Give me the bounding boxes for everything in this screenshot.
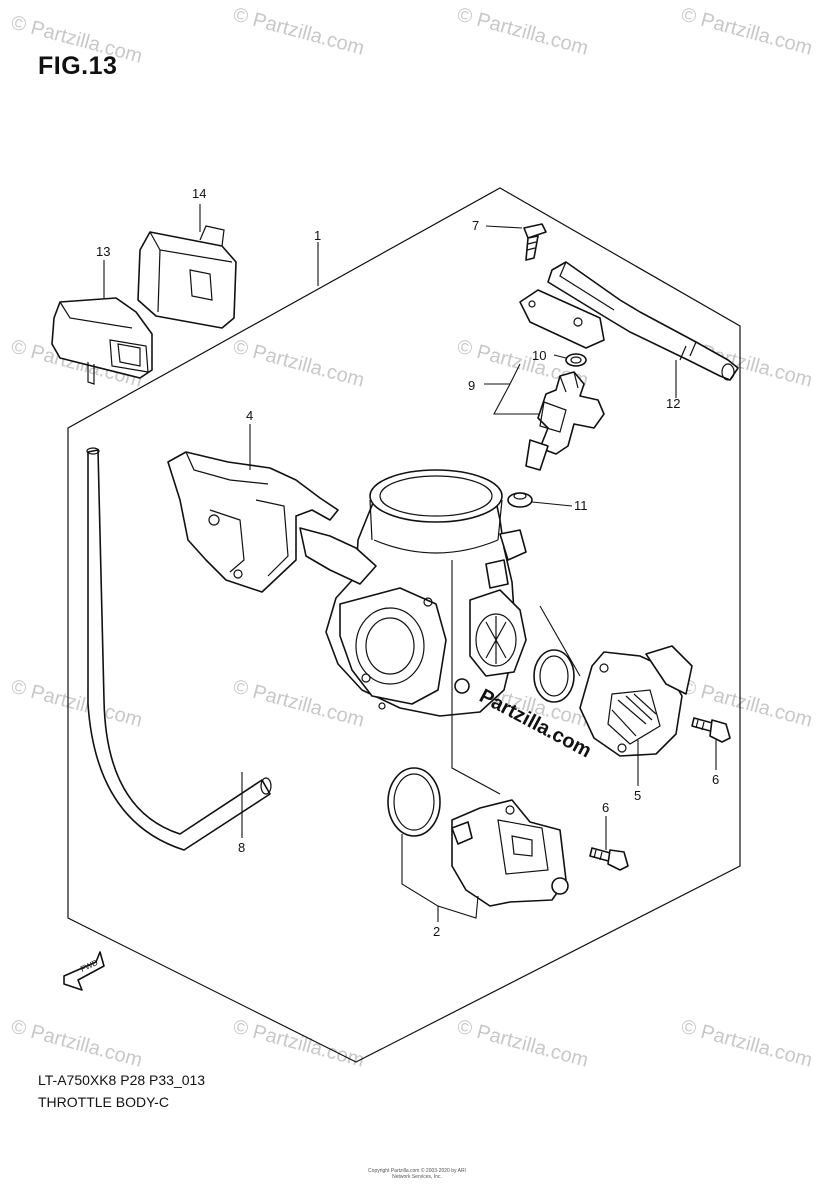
watermark-text: © Partzilla.com xyxy=(231,336,367,392)
callout-12[interactable]: 12 xyxy=(666,396,680,411)
callout-2[interactable]: 2 xyxy=(433,924,440,939)
part-4-bracket[interactable] xyxy=(167,451,339,593)
model-code: LT-A750XK8 P28 P33_013 xyxy=(38,1072,206,1088)
callout-6[interactable]: 6 xyxy=(602,800,609,815)
copyright-note: Copyright Partzilla.com © 2003-2020 by A… xyxy=(368,1168,466,1180)
callout-9[interactable]: 9 xyxy=(468,378,475,393)
watermark-text: © Partzilla.com xyxy=(455,4,591,60)
fwd-arrow-icon: FWD xyxy=(63,951,105,991)
callout-7[interactable]: 7 xyxy=(472,218,479,233)
watermark-text: © Partzilla.com xyxy=(679,4,815,60)
watermark-text: © Partzilla.com xyxy=(231,676,367,732)
part-2-isc-valve[interactable] xyxy=(387,767,569,907)
callout-13[interactable]: 13 xyxy=(96,244,110,259)
part-9-fuel-injector[interactable] xyxy=(525,371,605,471)
callout-11[interactable]: 11 xyxy=(574,498,588,513)
callout-8[interactable]: 8 xyxy=(238,840,245,855)
part-6-screw[interactable] xyxy=(589,847,629,871)
part-12-fuel-delivery-pipe[interactable] xyxy=(519,261,739,381)
leader-lines xyxy=(103,204,717,922)
figure-title: FIG.13 xyxy=(38,52,118,80)
section-name: THROTTLE BODY-C xyxy=(38,1094,169,1110)
callout-4[interactable]: 4 xyxy=(246,408,253,423)
callout-14[interactable]: 14 xyxy=(192,186,206,201)
part-5-throttle-position-sensor[interactable] xyxy=(579,645,693,757)
part-11-cushion-seal[interactable] xyxy=(507,492,533,508)
o-ring-sensor[interactable] xyxy=(533,649,575,703)
watermark-text: © Partzilla.com xyxy=(9,676,145,732)
callout-1[interactable]: 1 xyxy=(314,228,321,243)
watermark-text: © Partzilla.com xyxy=(231,4,367,60)
callout-labels: 1 2 4 5 6 6 7 8 9 10 11 12 13 14 xyxy=(96,186,719,939)
part-14-coupler-cap[interactable] xyxy=(137,225,237,329)
callout-6[interactable]: 6 xyxy=(712,772,719,787)
watermark-text: © Partzilla.com xyxy=(679,1016,815,1072)
part-6-screw[interactable] xyxy=(691,717,731,743)
callout-10[interactable]: 10 xyxy=(532,348,546,363)
watermark-text: © Partzilla.com xyxy=(9,12,145,68)
part-13-coupler[interactable] xyxy=(51,297,153,385)
callout-5[interactable]: 5 xyxy=(634,788,641,803)
watermark-text: © Partzilla.com xyxy=(455,1016,591,1072)
part-7-screw[interactable] xyxy=(523,223,547,261)
watermark-text: © Partzilla.com xyxy=(231,1016,367,1072)
watermark-text: © Partzilla.com xyxy=(9,1016,145,1072)
part-10-o-ring[interactable] xyxy=(565,353,587,367)
part-8-hose[interactable] xyxy=(86,447,272,851)
assembly-frame xyxy=(67,187,741,1063)
throttle-body[interactable] xyxy=(299,469,527,717)
